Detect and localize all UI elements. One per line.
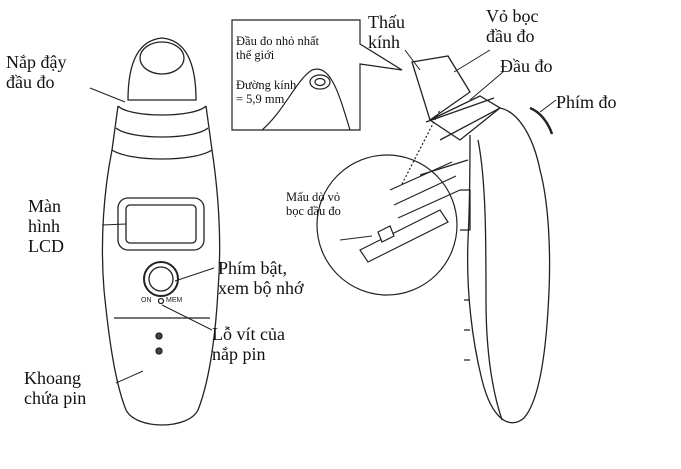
screw-hole-2 [155, 347, 163, 355]
inset-bubble [231, 19, 403, 131]
side-neck [439, 107, 541, 171]
power-button-inner [148, 266, 174, 292]
on-text: ON [141, 297, 152, 304]
leader-lines-side [339, 49, 557, 241]
power-button-outer [143, 261, 179, 297]
label-battery-compartment: Khoang chứa pin [24, 368, 87, 409]
leader-lines-front [89, 87, 215, 384]
label-probe: Đầu đo [500, 56, 553, 76]
measure-button [529, 106, 554, 135]
label-power-button: Phím bật, xem bộ nhớ [218, 258, 304, 299]
body-outline [101, 149, 221, 426]
magnifier [316, 109, 469, 296]
label-cover-detector: Mấu dò vỏ bọc đầu đo [286, 190, 341, 218]
power-indicator [157, 297, 165, 305]
label-probe-cap: Nắp đậy đầu đo [6, 52, 67, 93]
inset-probe [261, 68, 351, 131]
side-body [466, 134, 551, 424]
mem-text: MEM [166, 297, 183, 304]
label-screw-hole: Lỗ vít của nắp pin [212, 324, 285, 365]
front-view [101, 37, 221, 426]
screw-hole-1 [155, 332, 163, 340]
probe-cap-top [139, 41, 185, 75]
label-lens: Thấu kính [368, 12, 405, 53]
inset-title: Đầu đo nhỏ nhất thế giới [236, 34, 319, 62]
inset-lens [309, 74, 331, 90]
label-lcd: Màn hình LCD [28, 196, 64, 257]
cap-ring [117, 105, 207, 116]
lcd-frame [117, 197, 205, 251]
label-probe-cover: Vỏ bọc đầu đo [486, 6, 539, 47]
label-measure-button: Phím đo [556, 92, 617, 112]
probe-cover [411, 55, 471, 122]
inset-diameter: Đường kính = 5,9 mm [236, 78, 297, 106]
side-view [411, 55, 554, 424]
